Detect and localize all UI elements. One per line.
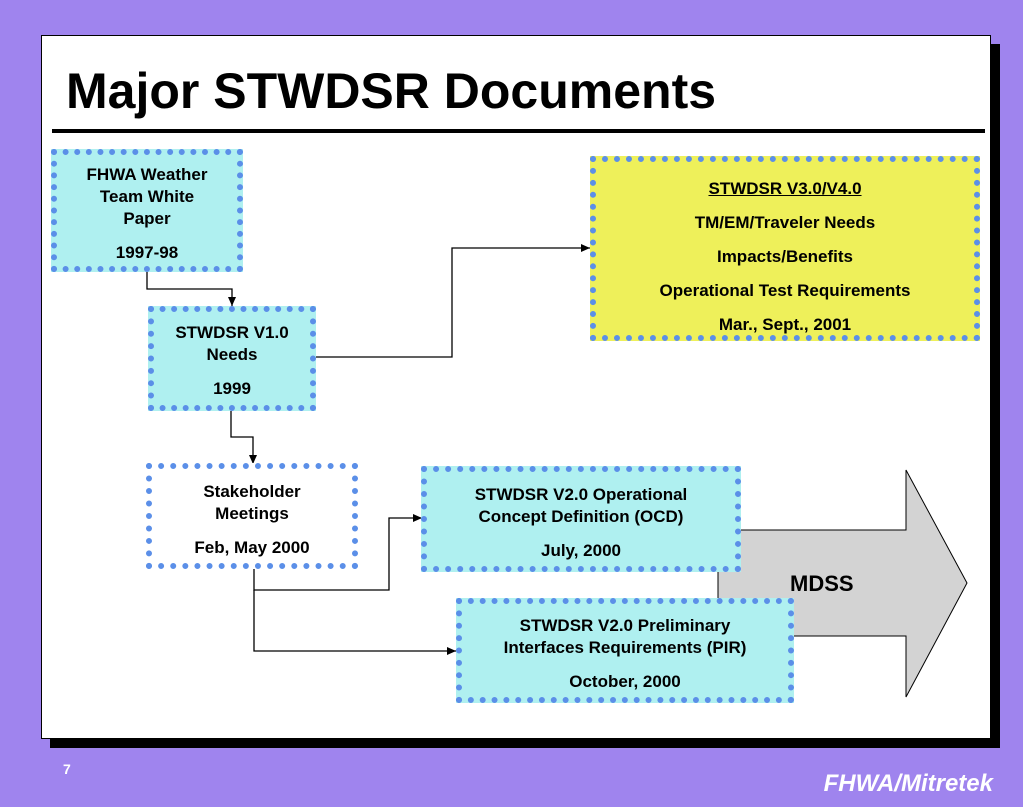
- box-text-line: Team White: [99, 187, 195, 206]
- box-text-line: Impacts/Benefits: [716, 247, 854, 266]
- slide-title: Major STWDSR Documents: [66, 63, 717, 119]
- box-date: July, 2000: [540, 541, 622, 560]
- box-date: 1999: [213, 379, 251, 398]
- box-text-line: Interfaces Requirements (PIR): [503, 638, 747, 657]
- mdss-label: MDSS: [790, 571, 854, 596]
- box-text-line: Needs: [206, 345, 258, 364]
- box-text-line: Paper: [123, 209, 171, 228]
- box-text-line: STWDSR V2.0 Preliminary: [519, 616, 731, 635]
- box-date: October, 2000: [569, 672, 681, 691]
- footer-brand: FHWA/Mitretek: [823, 770, 993, 797]
- box-text-line: TM/EM/Traveler Needs: [694, 213, 876, 232]
- box-text-line: STWDSR V1.0: [175, 323, 289, 342]
- box-stwdsr-v3-v4: STWDSR V3.0/V4.0 TM/EM/Traveler Needs Im…: [590, 156, 980, 341]
- box-text-line: Meetings: [215, 504, 289, 523]
- box-text-line: Operational Test Requirements: [659, 281, 911, 300]
- connector-stakeholder-to-pir: [253, 590, 456, 655]
- page-number: 7: [63, 761, 71, 777]
- box-date: Mar., Sept., 2001: [718, 315, 852, 334]
- box-date: 1997-98: [115, 243, 179, 262]
- connector-v1-to-stakeholder: [230, 410, 257, 464]
- box-text-line: Stakeholder: [203, 482, 301, 501]
- box-heading: STWDSR V3.0/V4.0: [708, 179, 862, 198]
- connector-v1-to-v3: [314, 244, 590, 358]
- connector-whitepaper-to-v1: [146, 271, 236, 306]
- title-underline: [52, 129, 985, 133]
- box-stwdsr-v2-ocd: STWDSR V2.0 Operational Concept Definiti…: [421, 466, 741, 572]
- box-text-line: FHWA Weather: [86, 165, 208, 184]
- box-stwdsr-v1: STWDSR V1.0 Needs 1999: [148, 306, 316, 411]
- box-fhwa-white-paper: FHWA Weather Team White Paper 1997-98: [51, 149, 243, 272]
- connector-stakeholder-to-ocd: [253, 514, 422, 591]
- box-stakeholder-meetings: Stakeholder Meetings Feb, May 2000: [146, 463, 358, 569]
- box-stwdsr-v2-pir: STWDSR V2.0 Preliminary Interfaces Requi…: [456, 598, 794, 703]
- box-date: Feb, May 2000: [194, 538, 310, 557]
- box-text-line: Concept Definition (OCD): [478, 507, 684, 526]
- box-text-line: STWDSR V2.0 Operational: [474, 485, 688, 504]
